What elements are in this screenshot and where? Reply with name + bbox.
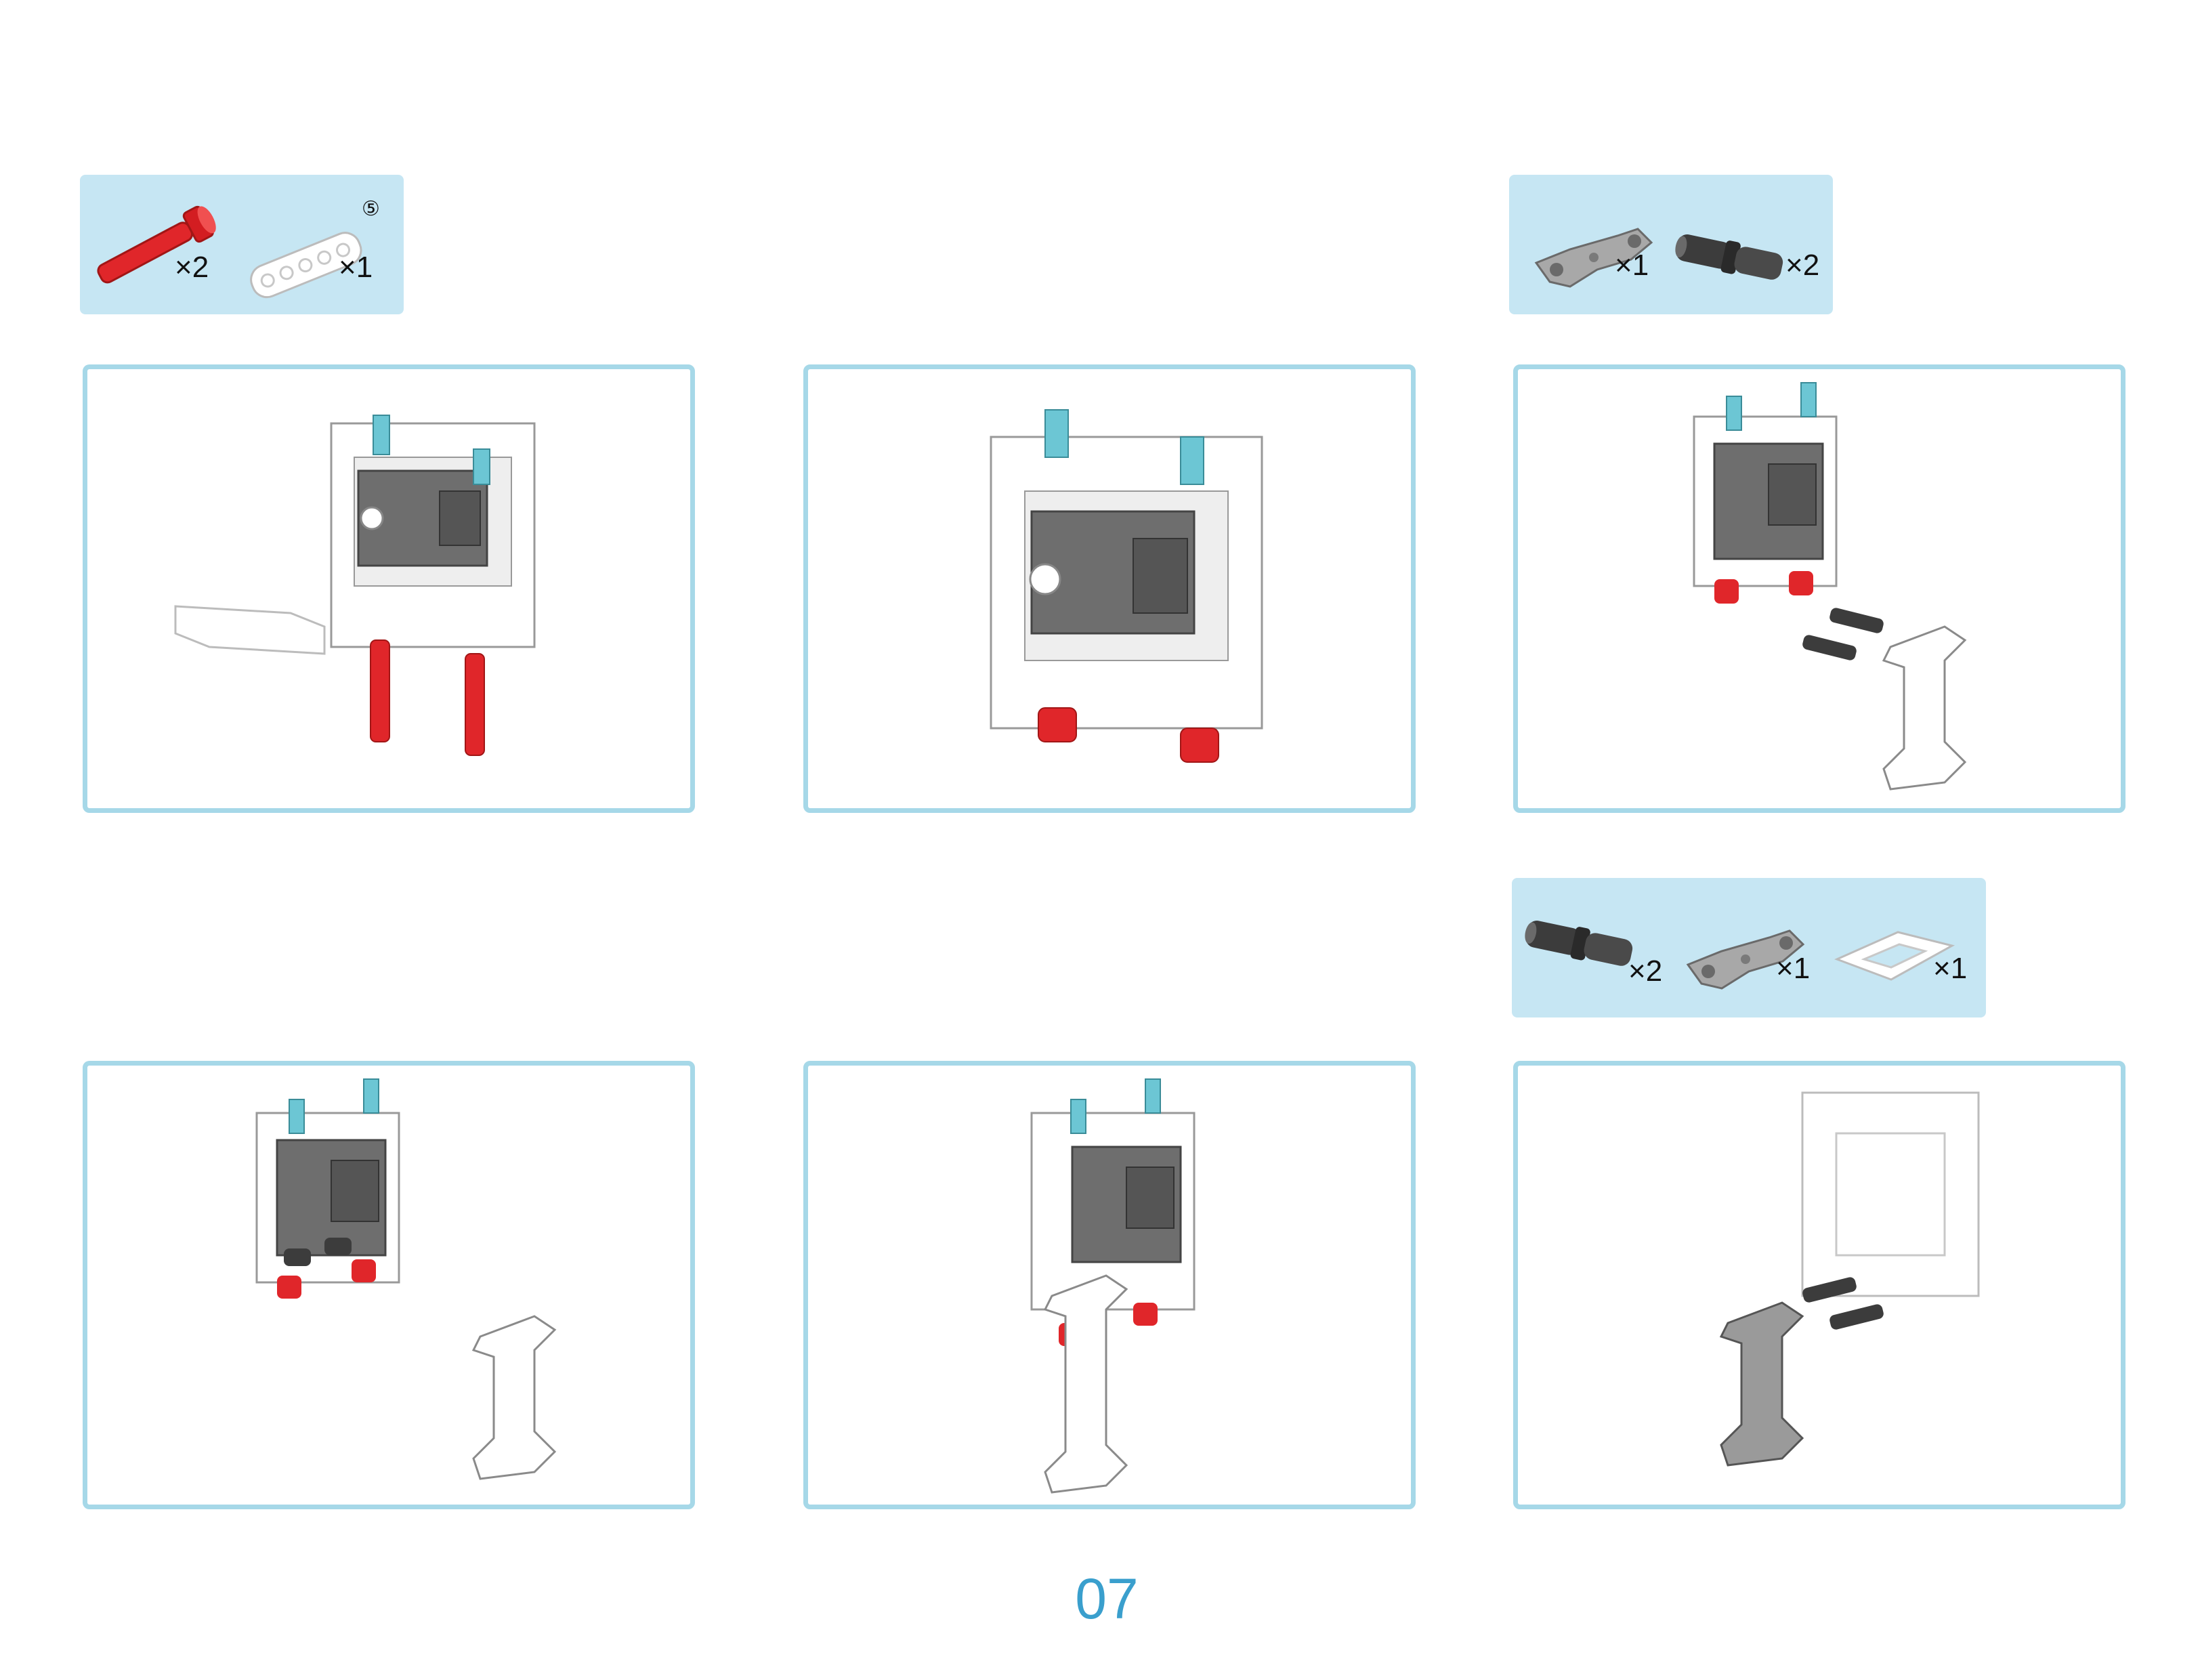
step-panel-2 (803, 364, 1416, 813)
gray-h-beam-icon (1534, 228, 1653, 288)
assembly-illustration (1719, 1091, 1980, 1467)
step-panel-4 (83, 1061, 695, 1509)
parts-box-c: ×2 ×1 ×1 (1512, 878, 1986, 1017)
assembly-illustration (1030, 1078, 1196, 1494)
qty-label: ×1 (1933, 952, 1968, 985)
beam-size-marker: ⑤ (362, 198, 380, 220)
step-panel-1 (83, 364, 695, 813)
assembly-illustration (174, 415, 536, 756)
step-panel-3 (1513, 364, 2125, 813)
qty-label: ×1 (1615, 249, 1649, 282)
qty-label: ×2 (1785, 249, 1820, 282)
assembly-illustration (255, 1078, 557, 1480)
page-number: 07 (1075, 1567, 1139, 1631)
step-panel-6 (1513, 1061, 2125, 1509)
qty-label: ×1 (1776, 952, 1811, 985)
qty-label: ×2 (1628, 954, 1663, 988)
parts-box-a: ×2 ⑤ ×1 (80, 175, 404, 314)
qty-label: ×1 (339, 251, 373, 284)
assembly-illustration (990, 409, 1263, 763)
red-long-pin-icon (97, 205, 216, 284)
qty-label: ×2 (175, 251, 209, 284)
assembly-illustration (1693, 382, 1967, 791)
parts-box-b: ×1 ×2 (1509, 175, 1833, 314)
black-pin-icon (1525, 921, 1633, 966)
step-panel-5 (803, 1061, 1416, 1509)
